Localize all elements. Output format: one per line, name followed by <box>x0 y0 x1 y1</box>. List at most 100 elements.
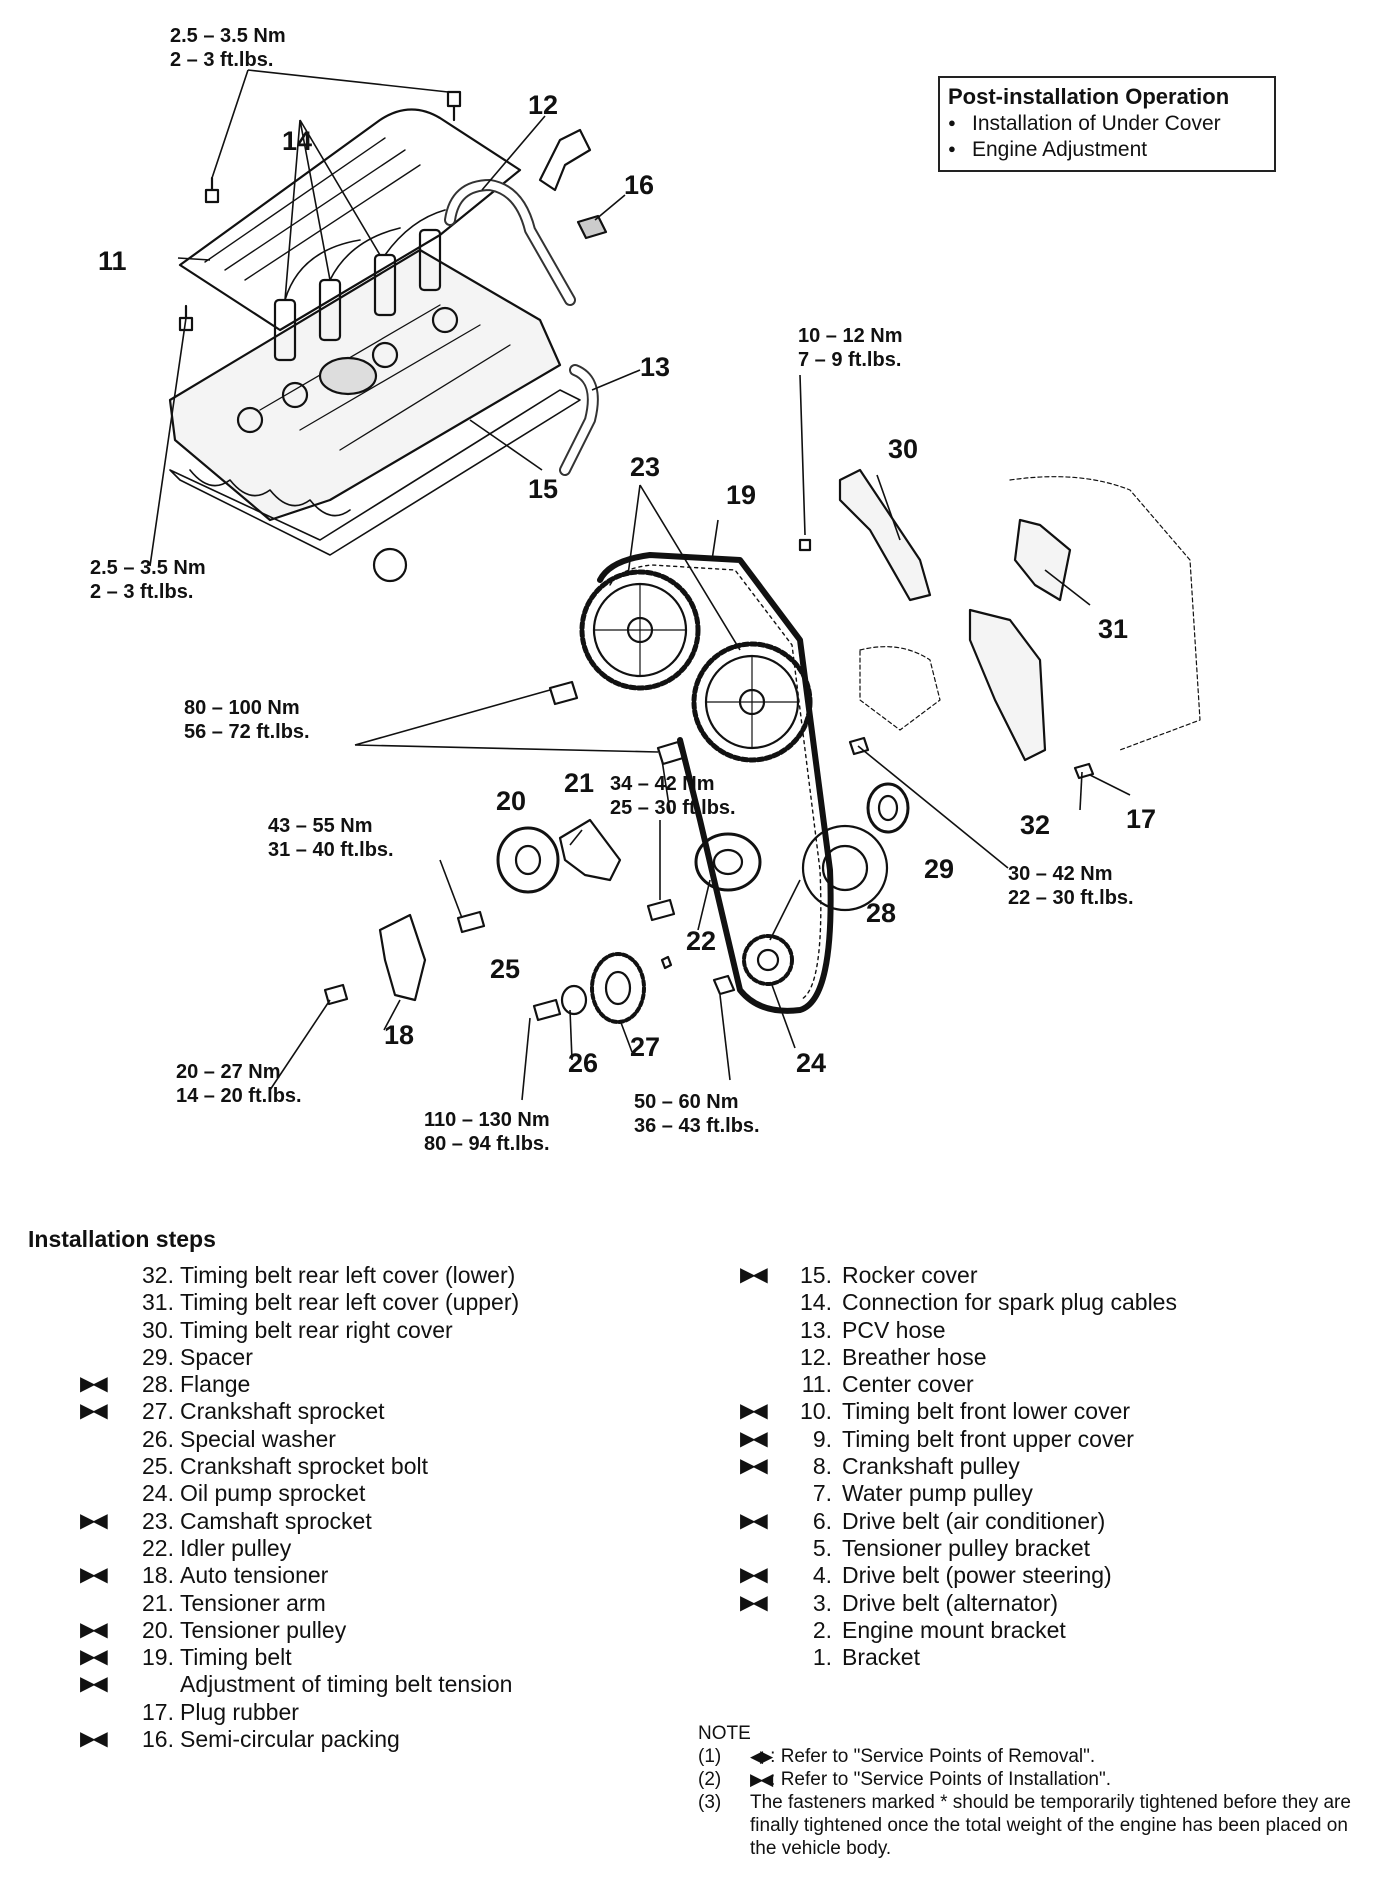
callout-26: 26 <box>568 1048 599 1078</box>
step-row: ▶◀20.Tensioner pulley <box>0 1617 690 1644</box>
step-row: ▶◀23.Camshaft sprocket <box>0 1508 690 1535</box>
step-row: ▶◀ 3. Drive belt (alternator) <box>0 1590 1392 1617</box>
camshaft-sprocket-2 <box>691 641 813 763</box>
step-number: 2. <box>812 1616 832 1643</box>
callout-32: 32 <box>1020 810 1051 840</box>
rear-left-lower-cover-part <box>968 608 1047 762</box>
step-label: Drive belt (alternator) <box>842 1589 1059 1616</box>
step-label: Flange <box>180 1371 251 1398</box>
step-number: 24. <box>142 1480 174 1507</box>
note-block: NOTE (1)◀▶: Refer to "Service Points of … <box>698 1722 1378 1860</box>
step-label: Timing belt rear left cover (lower) <box>180 1262 516 1288</box>
service-mark: ▶◀ <box>740 1427 768 1450</box>
plug-hole-1 <box>236 406 264 434</box>
step-number: 3. <box>812 1589 832 1616</box>
step-label: Drive belt (power steering) <box>842 1562 1112 1589</box>
step-label: Tensioner pulley <box>180 1616 347 1643</box>
step-row: 17.Plug rubber <box>0 1699 690 1726</box>
step-number: 18. <box>142 1562 174 1589</box>
tensioner-arm-part <box>558 818 622 882</box>
cam-bolt-1 <box>548 680 579 706</box>
step-row: 26.Special washer <box>0 1426 690 1453</box>
step-row: ▶◀6.Drive belt (air conditioner) <box>0 1508 1392 1535</box>
step-number: 26. <box>142 1425 174 1452</box>
rear-left-upper-cover-part <box>1013 518 1072 602</box>
step-number: 10. <box>800 1398 832 1425</box>
tensioner-arm-bolt <box>646 898 676 922</box>
step-number: 32. <box>142 1262 174 1288</box>
step-label: Rocker cover <box>842 1262 978 1288</box>
step-row: 25.Crankshaft sprocket bolt <box>0 1453 690 1480</box>
bolt-30 <box>798 538 812 552</box>
oil-pump-nut <box>712 974 736 996</box>
plug-rubber-part <box>1073 762 1095 780</box>
step-label: Crankshaft sprocket bolt <box>180 1453 429 1480</box>
spacer-part <box>866 782 910 834</box>
engine-block-sketch <box>859 476 1201 751</box>
oil-filler-cap <box>318 356 378 396</box>
callout-24: 24 <box>796 1048 827 1078</box>
step-label: Timing belt <box>180 1644 292 1671</box>
step-label: Camshaft sprocket <box>180 1507 372 1534</box>
semi-circular-outline <box>189 469 351 517</box>
auto-tensioner-part <box>378 913 427 1002</box>
step-label: Water pump pulley <box>842 1480 1033 1507</box>
service-mark: ▶◀ <box>740 1400 768 1423</box>
step-number: 30. <box>142 1316 174 1343</box>
bolt-top-1 <box>446 90 462 122</box>
step-label: Oil pump sprocket <box>180 1480 366 1507</box>
step-number: 12. <box>800 1343 832 1370</box>
callout-27: 27 <box>630 1032 661 1062</box>
step-row: 31.Timing belt rear left cover (upper) <box>0 1289 690 1316</box>
callout-25: 25 <box>490 954 521 984</box>
step-number: 25. <box>142 1453 174 1480</box>
service-mark: ▶◀ <box>750 1770 773 1789</box>
step-row: 2.Engine mount bracket <box>0 1617 1392 1644</box>
spark-plug-cables <box>273 209 446 362</box>
step-row: ▶◀15.Rocker cover <box>0 1262 1392 1289</box>
step-label: Timing belt front upper cover <box>842 1425 1134 1452</box>
step-number: 14. <box>800 1289 832 1316</box>
step-label: Tensioner arm <box>180 1589 326 1616</box>
step-row: 7.Water pump pulley <box>0 1480 1392 1507</box>
pcv-bracket <box>538 128 592 192</box>
step-label: Adjustment of timing belt tension <box>180 1671 513 1698</box>
tensioner-pulley-bolt <box>456 910 486 934</box>
note-item: (2)▶◀: Refer to "Service Points of Insta… <box>698 1769 1112 1790</box>
service-mark: ▶◀ <box>80 1400 108 1423</box>
step-row: ▶◀Adjustment of timing belt tension <box>0 1671 690 1698</box>
semi-circular-packing-part <box>576 214 608 240</box>
crankshaft-sprocket-part <box>590 952 646 1024</box>
step-row: 14.Connection for spark plug cables <box>0 1289 1392 1316</box>
step-number: 22. <box>142 1534 174 1561</box>
step-number: 21. <box>142 1589 174 1616</box>
callout-17: 17 <box>1126 804 1157 834</box>
callout-28: 28 <box>866 898 897 928</box>
step-number: 4. <box>812 1562 832 1589</box>
step-label: Auto tensioner <box>180 1562 329 1589</box>
step-row: ▶◀10.Timing belt front lower cover <box>0 1398 1392 1425</box>
plug-hole-4 <box>431 306 459 334</box>
crank-bolt-part <box>532 998 562 1022</box>
service-mark: ▶◀ <box>80 1373 108 1396</box>
installation-steps-title: Installation steps <box>28 1226 216 1252</box>
rear-right-cover-part <box>838 468 932 602</box>
special-washer-part <box>560 984 588 1016</box>
step-row: 1.Bracket <box>0 1644 1392 1671</box>
steps-column-left: 32.Timing belt rear left cover (lower) 3… <box>0 1262 690 1753</box>
step-number: 1. <box>812 1644 832 1671</box>
bolt-top-2 <box>204 176 220 204</box>
idler-pulley-part <box>694 832 762 892</box>
center-cover-detail <box>204 137 421 281</box>
service-mark: ▶◀ <box>740 1591 768 1614</box>
step-number: 19. <box>142 1644 174 1671</box>
oil-cap-gasket <box>372 547 408 583</box>
plug-hole-3 <box>371 341 399 369</box>
callout-20: 20 <box>496 786 527 816</box>
callout-15: 15 <box>528 474 559 504</box>
exploded-timing-diagram <box>149 69 1201 1101</box>
step-number: 16. <box>142 1726 174 1753</box>
